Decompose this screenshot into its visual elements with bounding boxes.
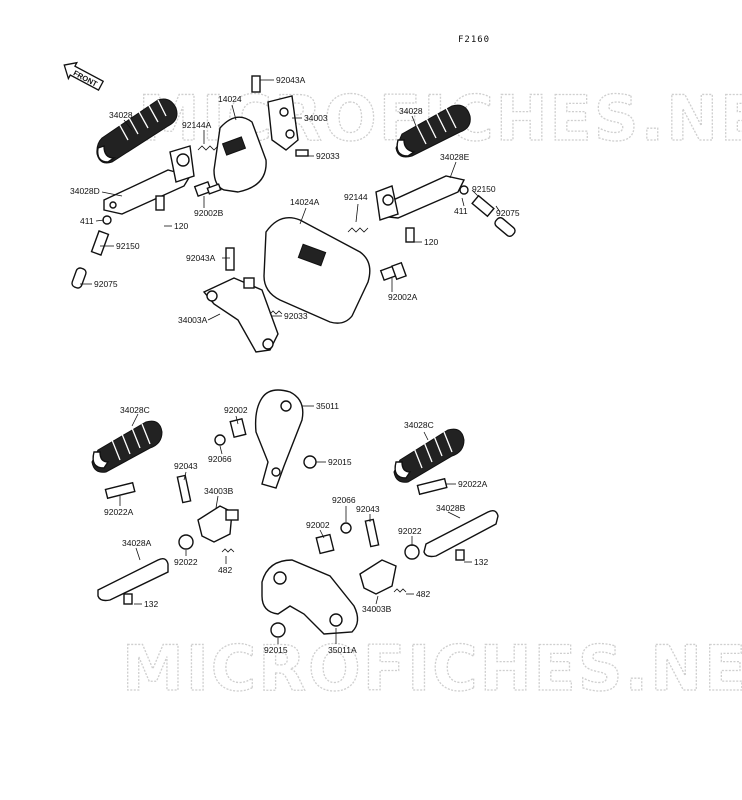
part-label: 482 bbox=[416, 589, 430, 599]
part-label: 92033 bbox=[316, 151, 340, 161]
part-label: 34003 bbox=[304, 113, 328, 123]
spring-482-left-shape bbox=[221, 548, 235, 553]
cap-92075-right-shape bbox=[494, 217, 516, 237]
pin-92150-left-shape bbox=[90, 230, 110, 256]
part-label: 14024 bbox=[218, 94, 242, 104]
part-label: 92022A bbox=[104, 507, 134, 517]
bolt-92043-left-shape bbox=[176, 474, 192, 504]
bolt-92002-top-shape bbox=[229, 417, 247, 439]
plate-92022A-right-shape bbox=[416, 477, 448, 496]
washer-92022-left-shape bbox=[178, 534, 194, 550]
bracket-35011A-shape bbox=[261, 559, 359, 635]
washer-411-right-shape bbox=[459, 185, 469, 195]
front-arrow-icon: FRONT bbox=[63, 61, 105, 91]
bracket-34003A-shape bbox=[202, 277, 279, 353]
part-label: 92002 bbox=[224, 405, 248, 415]
footpeg-bracket-left-shape bbox=[103, 145, 195, 215]
pivot-34003B-top-shape bbox=[197, 505, 239, 543]
footpeg-rubber-left-shape bbox=[96, 98, 178, 164]
part-label: 92066 bbox=[332, 495, 356, 505]
footpeg-34028A-shape bbox=[97, 557, 169, 605]
footpeg-rubber-34028C-right-shape bbox=[393, 428, 465, 483]
washer-92022-right-shape bbox=[404, 544, 420, 560]
part-label: 92002 bbox=[306, 520, 330, 530]
part-label: 92022A bbox=[458, 479, 488, 489]
part-label: 482 bbox=[218, 565, 232, 575]
part-label: 35011 bbox=[316, 401, 339, 411]
washer-411-left-shape bbox=[102, 215, 112, 225]
part-label: 132 bbox=[144, 599, 158, 609]
part-label: 92002A bbox=[388, 292, 418, 302]
part-label: 92144 bbox=[344, 192, 368, 202]
nut-92015-top-shape bbox=[303, 455, 317, 469]
heel-guard-14024-shape bbox=[213, 116, 267, 193]
part-label: 34003A bbox=[178, 315, 208, 325]
part-label: 411 bbox=[80, 216, 94, 226]
part-label: 34028B bbox=[436, 503, 466, 513]
washer-92066-left-shape bbox=[214, 434, 226, 446]
part-label: 92022 bbox=[174, 557, 198, 567]
heel-guard-14024A-shape bbox=[263, 217, 371, 324]
part-label: 14024A bbox=[290, 197, 320, 207]
bolt-92043-right-shape bbox=[364, 518, 380, 548]
spring-92144A-shape bbox=[197, 145, 219, 151]
bolt-92002-mid-shape bbox=[315, 533, 335, 555]
part-label: 34028E bbox=[440, 152, 470, 162]
part-label: 92075 bbox=[496, 208, 520, 218]
part-label: 92150 bbox=[472, 184, 496, 194]
part-label: 92150 bbox=[116, 241, 140, 251]
part-label: 34028 bbox=[109, 110, 133, 120]
footpeg-rubber-right-shape bbox=[395, 104, 471, 158]
spring-92033-mid-shape bbox=[269, 310, 283, 315]
part-label: 34003B bbox=[204, 486, 234, 496]
part-label: 92022 bbox=[398, 526, 422, 536]
part-label: 132 bbox=[474, 557, 488, 567]
cap-92075-left-shape bbox=[71, 267, 87, 289]
spring-92144-shape bbox=[347, 227, 369, 233]
spring-92033-top-shape bbox=[295, 149, 309, 157]
part-label: 92075 bbox=[94, 279, 118, 289]
footpeg-rubber-34028C-left-shape bbox=[91, 420, 163, 473]
part-label: 92066 bbox=[208, 454, 232, 464]
part-label: 92144A bbox=[182, 120, 212, 130]
bolt-92043A-top-shape bbox=[251, 75, 261, 93]
part-label: 92043 bbox=[356, 504, 380, 514]
bracket-35011-shape bbox=[254, 389, 304, 489]
part-label: 92002B bbox=[194, 208, 224, 218]
part-label: 92015 bbox=[264, 645, 288, 655]
part-label: 92015 bbox=[328, 457, 352, 467]
nut-92015-bottom-shape bbox=[270, 622, 286, 638]
bolt-92043A-mid-shape bbox=[225, 247, 235, 271]
part-label: 34028 bbox=[399, 106, 423, 116]
footpeg-34028B-shape bbox=[423, 509, 499, 561]
part-label: 411 bbox=[454, 206, 468, 216]
watermark-bottom: MICROFICHES.NET bbox=[122, 632, 742, 705]
part-label: 34028D bbox=[70, 186, 100, 196]
bolt-92002A-shape bbox=[379, 261, 407, 281]
part-label: 120 bbox=[424, 237, 438, 247]
bolt-92002B-shape bbox=[193, 181, 222, 197]
part-labels: 92043A 14024 34028 34003 92144A 92033 34… bbox=[70, 75, 520, 655]
part-label: 34028C bbox=[404, 420, 434, 430]
pin-92150-right-shape bbox=[471, 194, 495, 218]
part-label: 120 bbox=[174, 221, 188, 231]
pivot-34003B-bottom-shape bbox=[359, 559, 397, 595]
bracket-34003-shape bbox=[267, 95, 299, 151]
part-label: 92043 bbox=[174, 461, 198, 471]
plate-92022A-left-shape bbox=[104, 481, 136, 500]
part-label: 92043A bbox=[186, 253, 216, 263]
footpeg-bracket-right-shape bbox=[375, 175, 466, 243]
washer-92066-right-shape bbox=[340, 522, 352, 534]
part-label: 34028C bbox=[120, 405, 150, 415]
diagram-code: F2160 bbox=[458, 35, 490, 45]
part-label: 92043A bbox=[276, 75, 306, 85]
leader-lines bbox=[80, 79, 501, 644]
part-label: 35011A bbox=[328, 645, 357, 655]
part-label: 34003B bbox=[362, 604, 392, 614]
part-label: 92033 bbox=[284, 311, 308, 321]
spring-482-right-shape bbox=[393, 588, 407, 593]
part-label: 34028A bbox=[122, 538, 152, 548]
